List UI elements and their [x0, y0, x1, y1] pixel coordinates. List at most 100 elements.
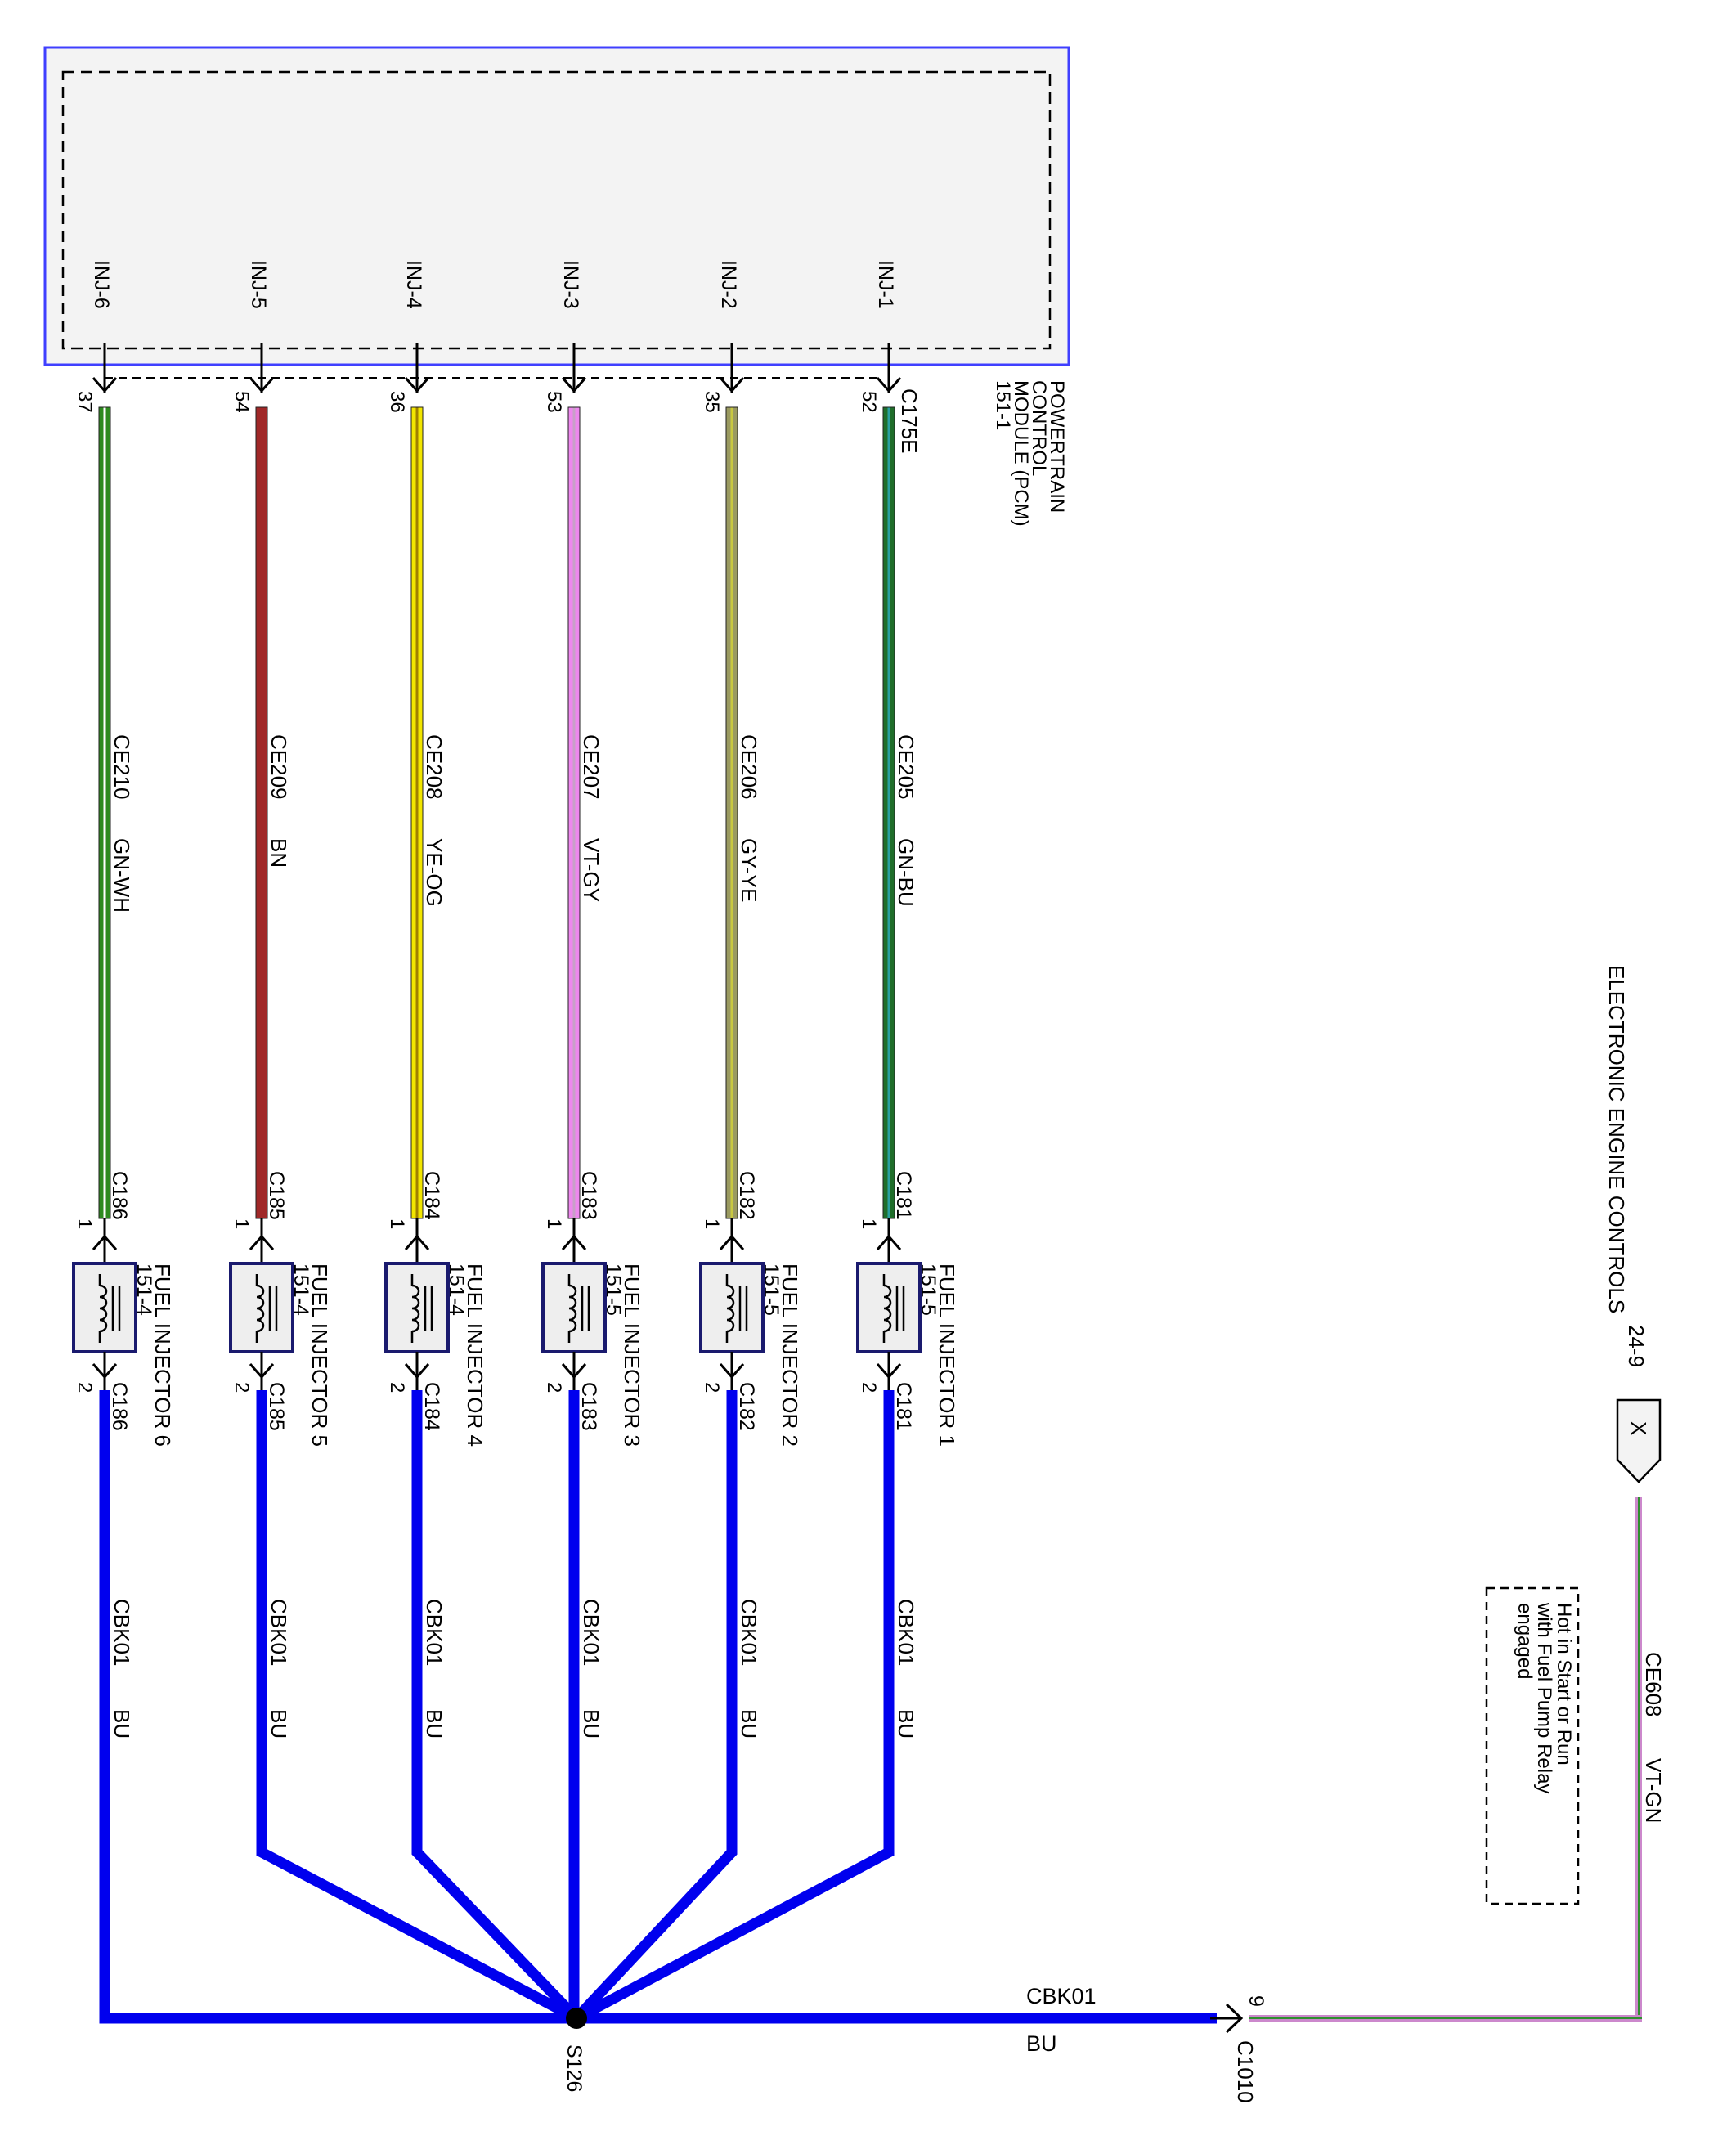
ground-circuit: S126 CBK01 BU 9 C1010: [99, 1390, 1267, 2103]
page-ref-marker: [1616, 1398, 1662, 1483]
c1010-terminal: [1210, 2003, 1244, 2034]
injector-pin-top: 1: [858, 1218, 880, 1229]
pcm-pin-number: 37: [74, 391, 96, 413]
pcm-pin-number: 53: [543, 391, 565, 413]
pcm-name-line-1: POWERTRAIN: [1046, 380, 1068, 513]
bottom-pin-arrow: [719, 1363, 745, 1380]
pcm-pin-label: INJ-4: [402, 260, 425, 309]
injector-coil-icon: [883, 1284, 892, 1333]
splice-dot: [566, 2008, 587, 2029]
ground-branch-wire-id: CBK01: [894, 1599, 918, 1666]
splice-label: S126: [563, 2044, 585, 2092]
injector-connector-top: C182: [735, 1171, 758, 1220]
injector-pin-top: 1: [74, 1218, 96, 1229]
pcm-name-line-4: 151-1: [992, 380, 1014, 430]
injector-connector-bottom: C182: [735, 1382, 758, 1431]
injector-name: FUEL INJECTOR 4: [463, 1263, 487, 1447]
feed-note-line-2: with Fuel Pump Relay: [1533, 1602, 1555, 1793]
injector-pin-top: 1: [701, 1218, 723, 1229]
injector-name: FUEL INJECTOR 6: [150, 1263, 175, 1447]
pcm-name-line-2: CONTROL: [1028, 380, 1050, 476]
feed-wire-color: VT-GN: [1641, 1758, 1666, 1823]
ground-wire-2: [256, 1390, 580, 2023]
injector-pin-bottom: 2: [701, 1382, 723, 1393]
ground-wire-1: [99, 1390, 576, 2024]
signal-wire-color: GN-WH: [110, 838, 134, 913]
pcm-pin-number: 36: [386, 391, 408, 413]
signal-wire-id: CE207: [579, 734, 603, 800]
feed-note-line-1: Hot in Start or Run: [1553, 1603, 1575, 1766]
injector-name: FUEL INJECTOR 2: [778, 1263, 802, 1447]
signal-wire-color: GY-YE: [737, 838, 761, 903]
ground-branch-color: BU: [422, 1709, 446, 1739]
pcm-connector-label: C175E: [897, 388, 922, 454]
ground-branch-wire-id: CBK01: [422, 1599, 446, 1666]
signal-wire-id: CE208: [422, 734, 446, 800]
pcm-pin-arrow: [92, 377, 118, 393]
injector-coil-icon: [256, 1284, 265, 1333]
pcm-pin-number: 54: [231, 391, 253, 413]
ground-branch-wire-id: CBK01: [110, 1599, 134, 1666]
injector-connector-top: C185: [265, 1171, 288, 1220]
pcm-pin-number: 35: [701, 391, 723, 413]
injector-connector-bottom: C184: [420, 1382, 443, 1431]
feed-note-line-3: engaged: [1514, 1603, 1536, 1679]
bottom-pin-arrow: [404, 1363, 430, 1380]
injector-pin-bottom: 2: [74, 1382, 96, 1393]
ground-branch-color: BU: [110, 1709, 134, 1739]
pcm-pin-label: INJ-1: [874, 260, 897, 309]
injector-page: 151-5: [917, 1263, 940, 1316]
pcm-pin-label: INJ-2: [717, 260, 740, 309]
injector-connector-bottom: C186: [108, 1382, 131, 1431]
c1010-pin-label: 9: [1245, 1995, 1267, 2007]
injector-connector-top: C184: [420, 1171, 443, 1220]
pcm-name-line-3: MODULE (PCM): [1010, 380, 1032, 527]
injector-connector-bottom: C185: [265, 1382, 288, 1431]
signal-wire-id: CE205: [894, 734, 918, 800]
pcm-internal-boundary: [61, 70, 1052, 350]
feed-circuit: X 24-9 ELECTRONIC ENGINE CONTROLS CE608 …: [1249, 965, 1666, 2022]
bottom-pin-arrow: [249, 1363, 275, 1380]
feed-note: Hot in Start or Run with Fuel Pump Relay…: [1514, 1602, 1575, 1793]
ground-branch-wire-id: CBK01: [579, 1599, 603, 1666]
injector-coil-icon: [99, 1284, 108, 1333]
pcm-pin-arrow: [561, 377, 587, 393]
feed-wire-id: CE608: [1641, 1652, 1666, 1717]
injector-pin-top: 1: [231, 1218, 253, 1229]
pcm-pin-number: 52: [858, 391, 880, 413]
ground-branch-color: BU: [894, 1709, 918, 1739]
bottom-pin-arrow: [876, 1363, 902, 1380]
signal-wire-color: BN: [267, 838, 291, 868]
injector-pin-bottom: 2: [231, 1382, 253, 1393]
injector-page: 151-4: [132, 1263, 155, 1316]
injector-pin-top: 1: [543, 1218, 565, 1229]
c1010-connector-label: C1010: [1233, 2040, 1258, 2103]
injector-page: 151-4: [445, 1263, 468, 1316]
signal-wire-id: CE206: [737, 734, 761, 800]
injector-coil-icon: [568, 1284, 577, 1333]
ground-branch-color: BU: [579, 1709, 603, 1739]
pcm-pin-arrow: [876, 377, 902, 393]
injector-connector-top: C181: [892, 1171, 915, 1220]
ground-branch-color: BU: [267, 1709, 291, 1739]
injector-connector-top: C186: [108, 1171, 131, 1220]
pcm-pin-label: INJ-5: [247, 260, 270, 309]
pcm-pin-label: INJ-3: [559, 260, 582, 309]
injector-page: 151-4: [289, 1263, 312, 1316]
ground-branch-wire-id: CBK01: [737, 1599, 761, 1666]
injector-connector-bottom: C183: [577, 1382, 600, 1431]
pcm-module: [43, 46, 1070, 379]
signal-wire-id: CE210: [110, 734, 134, 800]
injector-name: FUEL INJECTOR 1: [935, 1263, 959, 1447]
feed-note-box: [1485, 1586, 1580, 1905]
injector-body: [384, 1262, 450, 1353]
injector-pin-bottom: 2: [543, 1382, 565, 1393]
ground-wire-color: BU: [1026, 2031, 1057, 2056]
injector-connector-top: C183: [577, 1171, 600, 1220]
